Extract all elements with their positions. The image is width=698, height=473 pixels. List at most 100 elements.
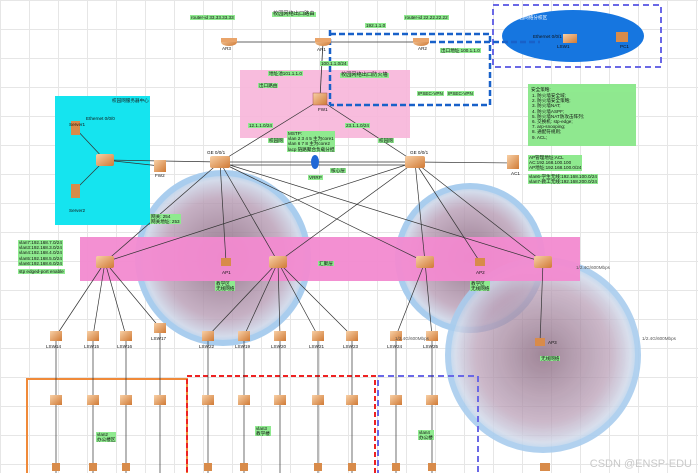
server1-label: Server1 — [69, 122, 86, 127]
fw-net-right: 23.1.1.0/24 — [345, 123, 370, 129]
firewall-fw1-icon — [312, 92, 328, 106]
access-lsw: LSW25 — [423, 344, 439, 349]
ar3-name: AR3 — [222, 46, 231, 51]
ar1-title: 校园网络出口路由 — [272, 11, 316, 18]
agg-switch-3-icon — [416, 256, 434, 268]
access-lsw: LSW23 — [343, 344, 359, 349]
dc-switch-icon — [96, 154, 114, 166]
ar2-router-id: router-id 22.22.22.22 — [404, 15, 449, 21]
agg-switch-2-icon — [269, 256, 287, 268]
wan-links — [229, 41, 421, 99]
server2-icon — [71, 184, 80, 198]
ac-info: AP管理地址:ACL AC:192.168.100.100 AP地址:192.1… — [528, 155, 583, 171]
ar2-name: AR2 — [418, 46, 427, 51]
fw-right-label: 校园网 — [378, 138, 394, 144]
access-lsw: LSW15 — [84, 344, 100, 349]
zone-frame-right — [377, 375, 479, 473]
security-item: 4. 防火墙ASPF; — [532, 108, 565, 114]
ap3-band: 1/2.4G/600Mbps — [642, 336, 676, 341]
vrrp-label: VRRP — [308, 175, 323, 181]
ap1-band: 1/2.4G/600Mbps — [395, 336, 429, 341]
ap1-icon — [221, 258, 231, 266]
ap3-label: AP3 — [548, 340, 557, 345]
fw2-icon — [154, 160, 166, 172]
security-policy-box — [528, 84, 636, 146]
ap1-wifi: 教学区 无线网络 — [215, 281, 236, 292]
remote-pc-icon — [616, 32, 628, 42]
device-icons — [50, 32, 628, 471]
router-ar1-icon — [315, 38, 331, 46]
ap2-label: AP2 — [476, 270, 485, 275]
security-title: 安全策略: — [530, 87, 636, 93]
agg-switch-4-icon — [534, 256, 552, 268]
security-item: 9. ACL; — [532, 134, 548, 140]
zone-frame-left — [26, 378, 188, 473]
fw-name: FW1 — [318, 107, 328, 112]
access-switches-icons — [50, 323, 438, 341]
remote-campus-frame — [492, 4, 662, 68]
ac1-name: AC1 — [511, 171, 520, 176]
access-lsw: LSW16 — [117, 344, 133, 349]
security-list: 1. 防火墙安全域; 2. 防火墙安全策略; 3. 防火墙NAT; 4. 防火墙… — [532, 93, 584, 140]
agg-switch-1-icon — [96, 256, 114, 268]
ap2-icon — [475, 258, 485, 266]
security-item: 8. 通配符规则; — [532, 129, 562, 135]
zone-3-label: vlan4 办公楼 — [418, 430, 434, 441]
fw-net-left: 12.1.1.0/24 — [248, 123, 273, 129]
access-lsw: LSW24 — [387, 344, 403, 349]
core1-port: GE 0/0/1 — [207, 150, 226, 155]
core1-switch-icon — [210, 156, 230, 168]
access-lsw: LSW17 — [151, 336, 167, 341]
remote-pc: PC1 — [620, 44, 629, 49]
security-item: 2. 防火墙安全策略; — [532, 98, 571, 104]
dc-port-e0: Ethernet 0/0/0 — [86, 116, 115, 121]
server2-label: Server2 — [69, 208, 86, 213]
router-ar3-icon — [221, 38, 237, 46]
core2-port: GE 0/0/1 — [410, 150, 429, 155]
fw-title: 校园网络出口防火墙 — [340, 72, 389, 79]
security-item: 6. 交换机: stp-edge; — [532, 119, 573, 125]
access-lsw: LSW22 — [199, 344, 215, 349]
agg-pool: 网关: 254 网关地址: 253 — [150, 214, 181, 225]
remote-switch-icon — [563, 34, 577, 43]
access-lsw: LSW21 — [309, 344, 325, 349]
ap2-band: 1/2.4G/600Mbps — [576, 265, 610, 270]
remote-title: 校园网络分校区 — [515, 15, 548, 20]
security-item: 7. arp-snooping; — [532, 124, 566, 130]
dc-title: 校园网服务器中心 — [112, 98, 149, 103]
fw2-label: FW2 — [155, 173, 165, 178]
router-ar2-icon — [413, 38, 429, 46]
ap2-wifi: 教学区 无线网络 — [470, 281, 491, 292]
access-lsw: LSW20 — [271, 344, 287, 349]
remote-port: Ethernet 0/0/1 — [533, 34, 562, 39]
server1-icon — [71, 121, 80, 135]
ap1-label: AP1 — [222, 270, 231, 275]
bottom-switches-icons — [50, 395, 438, 405]
ap3-icon — [535, 338, 545, 346]
endpoint-pc-icons — [52, 463, 550, 471]
ap3-wifi: 无线网络 — [540, 356, 561, 362]
ar1-name: AR1 — [317, 47, 326, 52]
security-item: 1. 防火墙安全域; — [532, 93, 566, 98]
fw-zone: 出口路由 — [258, 83, 279, 89]
core-layer-label: 核心层 — [330, 168, 346, 174]
security-item: 3. 防火墙NAT; — [532, 103, 561, 109]
ar2-link: 出口地址 100.1.1.0 — [440, 48, 481, 54]
watermark: CSDN @ENSP-EDU — [589, 458, 692, 470]
vrrp-marker — [311, 155, 319, 169]
net-ar1-ar2: 192.1.1.0 — [365, 23, 387, 29]
agg-layer-label: 汇聚层 — [318, 261, 334, 267]
ac-wlan: vlan6-学生无线:192.168.100.0/24 vlan7-教工无线:1… — [528, 174, 598, 185]
fw-ipsec-2: IPSEC-VPN — [447, 91, 474, 97]
ar3-router-id: router-id 33.33.33.33 — [190, 15, 235, 21]
ac1-icon — [507, 155, 519, 169]
net-ar1-fw: 100.1.1.0/24 — [320, 61, 348, 67]
security-item: 5. 防火墙NAT防攻击阵列; — [532, 113, 584, 119]
zone-frame-mid — [186, 375, 376, 473]
zone-1-label: vlan2 办公楼区 — [96, 432, 117, 443]
fw-ipsec-1: IPSEC-VPN — [417, 91, 444, 97]
mstp-note: MSTP: vlan 2 3 4 5 主为core1 vlan 6 7 8 主为… — [287, 131, 336, 152]
zone-2-label: vlan3 教学楼 — [255, 426, 271, 437]
